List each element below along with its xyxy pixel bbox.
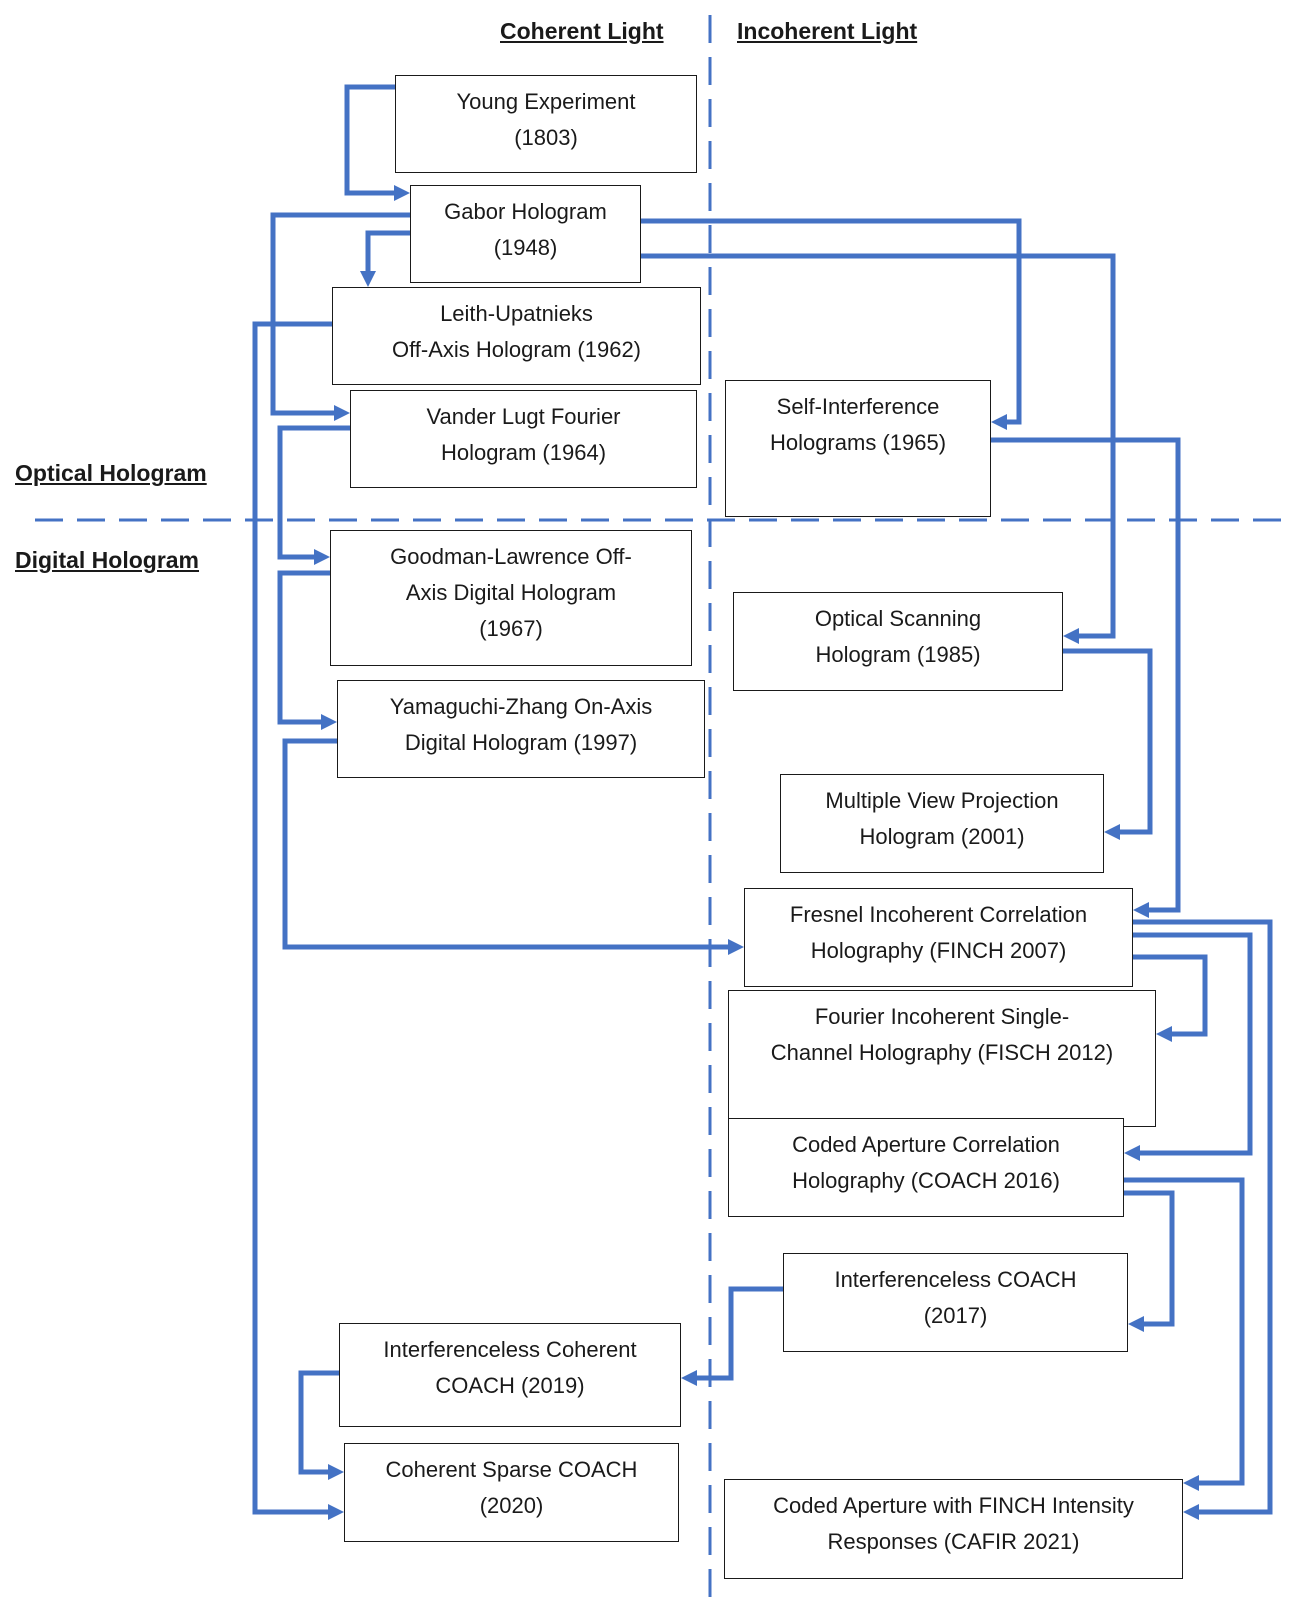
finch-to-fisch-arrow-head xyxy=(1156,1026,1172,1042)
node-line: (2020) xyxy=(479,1493,544,1518)
yamaguchi-to-finch-arrow xyxy=(282,738,728,950)
node-line: Self-Interference xyxy=(776,394,940,419)
node-line: Responses (CAFIR 2021) xyxy=(827,1529,1080,1554)
node-line: Digital Hologram (1997) xyxy=(404,730,638,755)
node-line: Fourier Incoherent Single- xyxy=(814,1004,1070,1029)
node-line: Coded Aperture with FINCH Intensity xyxy=(773,1493,1134,1518)
finch-node: Fresnel Incoherent Correlation Holograph… xyxy=(744,888,1133,987)
young-to-gabor-arrow-head xyxy=(394,185,410,201)
coach-node: Coded Aperture Correlation Holography (C… xyxy=(728,1118,1124,1217)
node-line: Channel Holography (FISCH 2012) xyxy=(770,1040,1114,1065)
finch-to-coach-arrow-head xyxy=(1124,1145,1140,1161)
goodman-to-yamaguchi-arrow-head xyxy=(321,714,337,730)
node-line: Coded Aperture Correlation xyxy=(792,1132,1060,1157)
yamaguchi-zhang-node: Yamaguchi-Zhang On-Axis Digital Hologram… xyxy=(337,680,705,778)
node-line: Holography (FINCH 2007) xyxy=(810,938,1067,963)
vander-to-goodman-arrow xyxy=(277,425,350,560)
node-line: Fresnel Incoherent Correlation xyxy=(789,902,1088,927)
interferenceless-coherent-coach-node: Interferenceless Coherent COACH (2019) xyxy=(339,1323,681,1427)
vander-lugt-node: Vander Lugt Fourier Hologram (1964) xyxy=(350,390,697,488)
node-line: Hologram (1964) xyxy=(440,440,607,465)
node-line: Holograms (1965) xyxy=(769,430,947,455)
node-line: Yamaguchi-Zhang On-Axis xyxy=(389,694,653,719)
finch-to-coach-arrow xyxy=(1133,932,1253,1156)
young-experiment-node: Young Experiment (1803) xyxy=(395,75,697,173)
self-interference-to-finch-arrow-head xyxy=(1133,902,1149,918)
gabor-to-optical-scanning-arrow-head xyxy=(1063,628,1079,644)
digital-hologram-heading: Digital Hologram xyxy=(15,547,200,573)
finch-to-fisch-arrow xyxy=(1133,954,1208,1037)
node-line: Holography (COACH 2016) xyxy=(792,1168,1060,1193)
incoherent-light-heading: Incoherent Light xyxy=(737,18,918,44)
icoach-to-iccoach-arrow-head xyxy=(681,1370,697,1386)
node-line: Hologram (1985) xyxy=(815,642,981,667)
node-line: (1948) xyxy=(493,235,558,260)
interferenceless-coach-node: Interferenceless COACH (2017) xyxy=(783,1253,1128,1352)
node-line: Coherent Sparse COACH xyxy=(385,1457,638,1482)
node-line: (2017) xyxy=(923,1303,988,1328)
young-to-gabor-arrow xyxy=(344,84,395,196)
gabor-hologram-node: Gabor Hologram (1948) xyxy=(410,185,641,283)
multiple-view-projection-node: Multiple View Projection Hologram (2001) xyxy=(780,774,1104,873)
leith-to-coherent-sparse-arrow-head xyxy=(328,1504,344,1520)
iccoach-to-coherent-sparse-arrow-head xyxy=(328,1464,344,1480)
coach-to-icoach-arrow-head xyxy=(1128,1316,1144,1332)
icoach-to-iccoach-arrow xyxy=(697,1286,783,1381)
optical-hologram-heading: Optical Hologram xyxy=(15,460,207,486)
coach-to-cafir-arrow-head xyxy=(1183,1475,1199,1491)
gabor-to-vander-arrow-head xyxy=(334,405,350,421)
node-line: Young Experiment xyxy=(456,89,636,114)
self-interference-node: Self-Interference Holograms (1965) xyxy=(725,380,991,517)
node-line: Axis Digital Hologram xyxy=(405,580,617,605)
fisch-node: Fourier Incoherent Single- Channel Holog… xyxy=(728,990,1156,1127)
coach-to-icoach-arrow xyxy=(1124,1190,1175,1327)
gabor-to-optical-scanning-arrow xyxy=(641,253,1116,639)
node-line: Off-Axis Hologram (1962) xyxy=(391,337,641,362)
node-line: Multiple View Projection xyxy=(825,788,1059,813)
optical-scanning-to-mvp-arrow-head xyxy=(1104,824,1120,840)
node-line: (1967) xyxy=(479,616,543,641)
node-line: Gabor Hologram xyxy=(444,199,607,224)
coherent-light-heading: Coherent Light xyxy=(500,18,664,44)
goodman-lawrence-node: Goodman-Lawrence Off- Axis Digital Holog… xyxy=(330,530,692,666)
node-line: Leith-Upatnieks xyxy=(440,301,593,326)
optical-scanning-node: Optical Scanning Hologram (1985) xyxy=(733,592,1063,691)
finch-to-cafir-arrow xyxy=(1133,919,1273,1515)
goodman-to-yamaguchi-arrow xyxy=(277,570,330,725)
gabor-to-vander-arrow xyxy=(270,212,410,416)
node-line: Goodman-Lawrence Off- xyxy=(390,544,632,569)
yamaguchi-to-finch-arrow-head xyxy=(728,939,744,955)
optical-scanning-to-mvp-arrow xyxy=(1063,648,1153,835)
self-interference-to-finch-arrow xyxy=(991,437,1181,913)
coherent-sparse-coach-node: Coherent Sparse COACH (2020) xyxy=(344,1443,679,1542)
node-line: COACH (2019) xyxy=(435,1373,585,1398)
node-line: Hologram (2001) xyxy=(859,824,1025,849)
vander-to-goodman-arrow-head xyxy=(314,549,330,565)
gabor-to-self-interference-arrow-head xyxy=(991,414,1007,430)
finch-to-cafir-arrow-head xyxy=(1183,1504,1199,1520)
node-line: (1803) xyxy=(514,125,578,150)
gabor-to-leith-arrow-head xyxy=(360,271,376,287)
node-line: Interferenceless Coherent xyxy=(383,1337,637,1362)
cafir-node: Coded Aperture with FINCH Intensity Resp… xyxy=(724,1479,1183,1579)
node-line: Vander Lugt Fourier xyxy=(426,404,621,429)
leith-upatnieks-node: Leith-Upatnieks Off-Axis Hologram (1962) xyxy=(332,287,701,385)
coach-to-cafir-arrow xyxy=(1124,1177,1245,1486)
gabor-to-leith-arrow xyxy=(365,230,410,271)
gabor-to-self-interference-arrow xyxy=(641,218,1022,425)
leith-to-coherent-sparse-arrow xyxy=(252,321,332,1515)
node-line: Interferenceless COACH xyxy=(834,1267,1077,1292)
node-line: Optical Scanning xyxy=(814,606,982,631)
iccoach-to-coherent-sparse-arrow xyxy=(298,1370,339,1475)
